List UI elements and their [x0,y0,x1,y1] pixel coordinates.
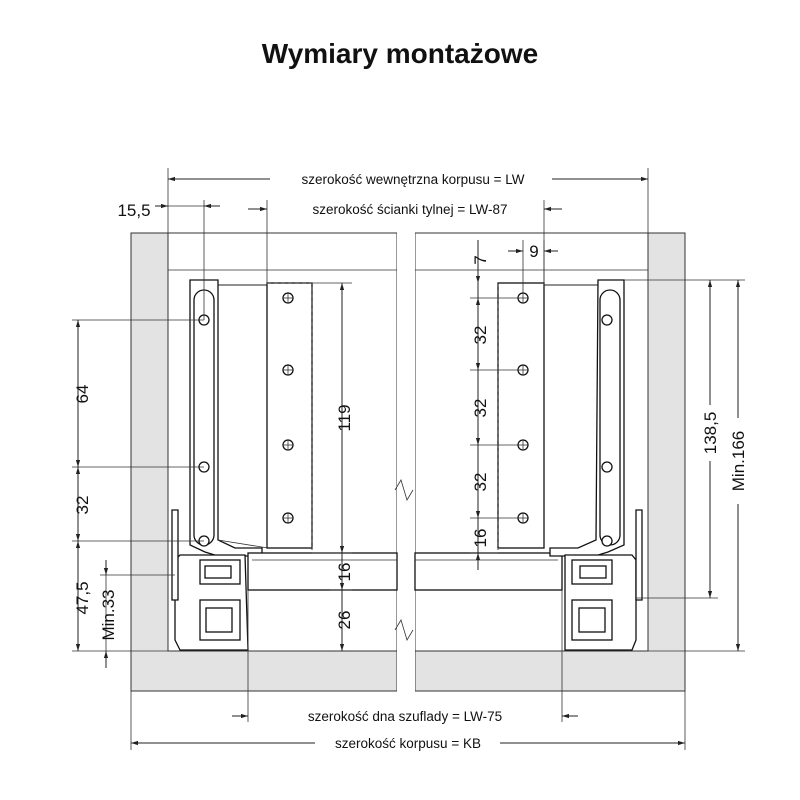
dim-far-right: 138,5 Min.166 [624,279,748,652]
label-side-offset: 15,5 [117,201,150,220]
dim-cabinet-width: szerokość korpusu = KB [130,691,686,751]
label-left-min33: Min.33 [99,589,118,640]
label-back-panel-width: szerokość ścianki tylnej = LW-87 [313,202,508,217]
dim-right-9: 9 [508,240,558,293]
label-cabinet-width: szerokość korpusu = KB [335,736,481,751]
label-bottom-width: szerokość dna szuflady = LW-75 [308,709,502,724]
label-inner-width: szerokość wewnętrzna korpusu = LW [302,172,525,187]
label-mid-16: 16 [335,563,354,582]
left-back-panel [266,282,313,550]
dim-inner-width: szerokość wewnętrzna korpusu = LW [167,168,649,235]
right-runner [544,279,643,651]
dim-left-stack: 64 32 47,5 Min.33 [72,319,204,668]
label-right-32b: 32 [471,399,490,418]
label-mid-119: 119 [335,404,354,431]
label-left-32: 32 [73,496,92,515]
break-marks [394,225,415,695]
right-back-panel [497,282,545,550]
dim-middle-stack: 119 16 26 [312,282,354,652]
cabinet-left-half [130,232,398,692]
left-runner [171,279,269,651]
label-right-138-5: 138,5 [701,412,720,455]
label-mid-26: 26 [335,611,354,630]
dim-side-offset: 15,5 [117,200,220,320]
label-right-32a: 32 [471,326,490,345]
label-right-7: 7 [471,255,490,264]
cabinet-right-half [414,232,686,692]
page-title: Wymiary montażowe [261,38,539,69]
left-panel-holes [282,292,294,524]
label-right-16: 16 [471,529,490,548]
label-left-64: 64 [73,385,92,404]
label-left-47-5: 47,5 [73,581,92,614]
label-right-min166: Min.166 [729,431,748,491]
dim-bottom-width: szerokość dna szuflady = LW-75 [232,590,578,724]
label-right-9: 9 [529,242,538,261]
dim-right-holes-stack: 7 32 32 32 16 [470,240,518,570]
label-right-32c: 32 [471,473,490,492]
